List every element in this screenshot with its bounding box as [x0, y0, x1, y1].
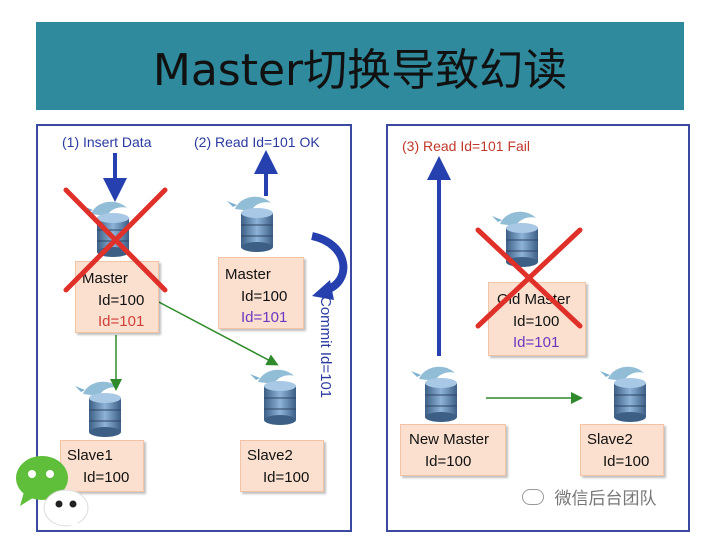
db-icon-slave1 [74, 381, 122, 438]
db-icon-slave2-right [599, 366, 647, 423]
db-icon-old-master [491, 211, 539, 268]
node-id: Id=100 [263, 469, 310, 486]
read-fail-label: (3) Read Id=101 Fail [402, 138, 531, 154]
db-icon-new-master [410, 366, 458, 423]
db-icon-master-crossed [82, 201, 130, 258]
node-id: Id=100 [603, 453, 650, 470]
node-id: Id=100 [98, 292, 145, 309]
new-master-box: New Master Id=100 [400, 424, 506, 476]
node-name: Old Master [497, 291, 571, 308]
slave2-box-left: Slave2 Id=100 [240, 440, 324, 492]
watermark-text: 微信后台团队 [554, 489, 657, 509]
node-id-new: Id=101 [513, 334, 560, 351]
node-id: Id=100 [241, 288, 288, 305]
slide-title: Master切换导致幻读 [152, 45, 568, 96]
node-name: Slave2 [587, 431, 633, 448]
node-id: Id=100 [83, 469, 130, 486]
node-id: Id=100 [513, 313, 560, 330]
node-id-new: Id=101 [241, 309, 288, 326]
replicate-arrow-slave2 [154, 299, 279, 366]
node-id-new: Id=101 [98, 313, 145, 330]
db-icon-slave2-left [249, 369, 297, 426]
read-ok-label: (2) Read Id=101 OK [194, 134, 320, 150]
commit-arrow [310, 232, 348, 294]
watermark-icon [522, 488, 544, 505]
slave2-box-right: Slave2 Id=100 [580, 424, 664, 476]
title-bar: Master切换导致幻读 [36, 22, 684, 110]
watermark: 微信后台团队 [522, 484, 656, 509]
master-crossed-box: Master Id=100 Id=101 [75, 261, 159, 333]
node-name: Master [225, 266, 271, 283]
db-icon-master-new [226, 196, 274, 253]
node-name: Master [82, 270, 128, 287]
commit-label: Commit Id=101 [317, 296, 334, 399]
wechat-logo-icon [10, 450, 94, 539]
slave1-box: Slave1 Id=100 [60, 440, 144, 492]
old-master-box: Old Master Id=100 Id=101 [488, 282, 586, 356]
node-id: Id=100 [425, 453, 472, 470]
master-box: Master Id=100 Id=101 [218, 257, 304, 329]
insert-data-label: (1) Insert Data [62, 134, 152, 150]
node-name: Slave2 [247, 447, 293, 464]
node-name: New Master [409, 431, 490, 448]
node-name: Slave1 [67, 447, 113, 464]
